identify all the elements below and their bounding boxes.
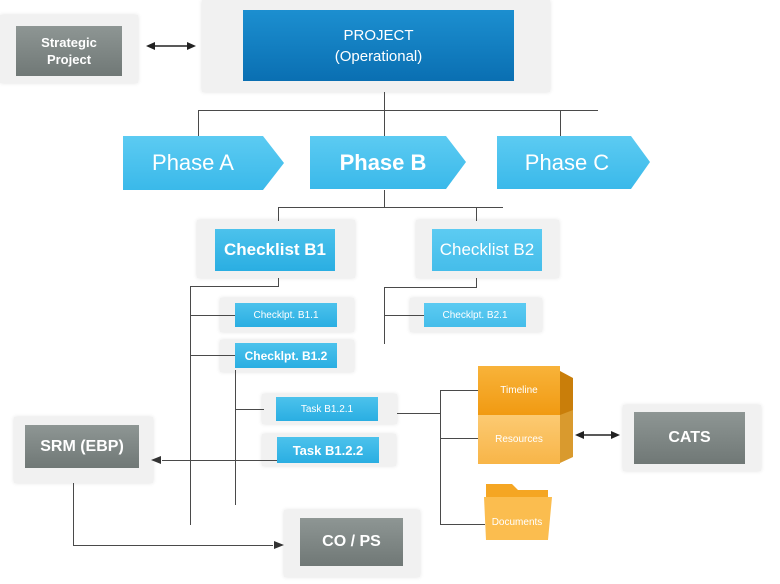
project-box[interactable]: PROJECT (Operational)	[243, 10, 514, 81]
phase-b[interactable]: Phase B	[310, 136, 456, 189]
connector-line	[198, 110, 199, 136]
phase-a-shape	[123, 136, 284, 190]
resources-box-shape	[478, 415, 560, 464]
connector-line	[162, 460, 277, 461]
phase-b-label: Phase B	[339, 149, 427, 175]
cats-label: CATS	[668, 429, 711, 446]
connector-line	[476, 278, 477, 288]
arrow-right-icon	[274, 541, 284, 549]
checklist-b1[interactable]: Checklist B1	[215, 229, 335, 271]
connector-line	[560, 110, 561, 136]
checklist-b2[interactable]: Checklist B2	[432, 229, 542, 271]
connector-line	[397, 413, 440, 414]
double-arrow-icon	[146, 42, 155, 50]
documents-label: Documents	[491, 516, 543, 528]
connector-line	[440, 524, 485, 525]
timeline-label: Timeline	[500, 385, 538, 396]
connector-line	[190, 355, 235, 356]
checkpoint-b1-1-label: Checklpt. B1.1	[253, 309, 319, 321]
co-ps-box[interactable]: CO / PS	[300, 518, 403, 566]
strategic-project-box[interactable]: Strategic Project	[16, 26, 122, 76]
double-arrow-icon	[611, 431, 620, 439]
connector-line	[190, 286, 191, 525]
checkpoint-b1-2-label: Checklpt. B1.2	[244, 348, 328, 363]
project-subtitle: (Operational)	[334, 47, 423, 65]
project-title: PROJECT	[343, 26, 414, 44]
arrow-left-icon	[151, 456, 161, 464]
phase-c-shape	[497, 136, 650, 189]
task-b1-2-2[interactable]: Task B1.2.2	[277, 437, 379, 463]
phase-a[interactable]: Phase A	[123, 136, 263, 190]
connector-line	[384, 315, 424, 316]
checklist-b2-label: Checklist B2	[439, 240, 535, 259]
connector-line	[384, 110, 385, 136]
connector-line	[278, 207, 279, 221]
double-arrow-icon	[187, 42, 196, 50]
timeline-box-shape	[478, 366, 560, 415]
checkpoint-b2-1-label: Checklpt. B2.1	[442, 309, 508, 321]
resources-box-side	[560, 405, 573, 463]
connector-line	[73, 483, 74, 546]
connector-line	[440, 390, 441, 525]
connector-line	[278, 207, 503, 208]
phase-c-label: Phase C	[524, 149, 610, 175]
connector-line	[278, 278, 279, 287]
resources-box[interactable]: Resources	[478, 415, 560, 464]
connector-line	[235, 370, 236, 505]
timeline-box-side	[560, 371, 573, 415]
checklist-b1-label: Checklist B1	[223, 240, 327, 259]
connector-line	[73, 545, 273, 546]
connector-line	[198, 110, 598, 111]
cats-box[interactable]: CATS	[634, 412, 745, 464]
srm-label: SRM (EBP)	[40, 437, 124, 455]
phase-c[interactable]: Phase C	[497, 136, 637, 189]
connector-line	[384, 287, 477, 288]
checkpoint-b2-1[interactable]: Checklpt. B2.1	[424, 303, 526, 327]
connector-line	[476, 207, 477, 221]
task-b1-2-1-label: Task B1.2.1	[300, 403, 354, 415]
resources-label: Resources	[495, 434, 543, 445]
connector-line	[440, 438, 478, 439]
connector-line	[440, 390, 478, 391]
connector-line	[384, 190, 385, 208]
connector-line	[190, 286, 279, 287]
documents-box[interactable]: Documents	[484, 508, 550, 536]
timeline-box[interactable]: Timeline	[478, 366, 560, 415]
task-b1-2-2-label: Task B1.2.2	[292, 442, 364, 458]
documents-folder-front	[484, 497, 552, 540]
phase-a-label: Phase A	[152, 150, 234, 175]
strategic-project-label: Strategic Project	[41, 35, 97, 67]
connector-line	[384, 92, 385, 110]
phase-b-shape	[310, 136, 466, 189]
connector-line	[235, 409, 264, 410]
checkpoint-b1-2[interactable]: Checklpt. B1.2	[235, 343, 337, 368]
task-b1-2-1[interactable]: Task B1.2.1	[276, 397, 378, 421]
co-ps-label: CO / PS	[322, 533, 381, 550]
double-arrow-icon	[575, 431, 584, 439]
checkpoint-b1-1[interactable]: Checklpt. B1.1	[235, 303, 337, 327]
connector-line	[190, 315, 235, 316]
srm-box[interactable]: SRM (EBP)	[25, 425, 139, 468]
